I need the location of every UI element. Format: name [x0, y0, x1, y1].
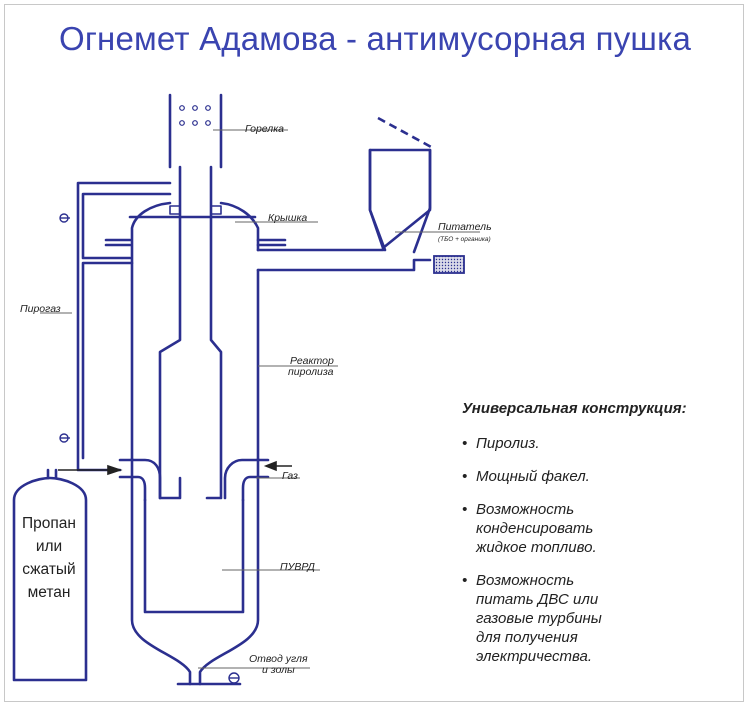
tank-label: Пропан или сжатый метан [14, 512, 84, 604]
feature-item: • Возможность питать ДВС или газовые тур… [462, 571, 732, 666]
gas-tank [12, 476, 88, 682]
poster-frame [4, 4, 744, 702]
label-reactor-2: пиролиза [288, 366, 334, 378]
page-title: Огнемет Адамова - антимусорная пушка [58, 20, 692, 57]
feature-text: Возможность конденсировать жидкое топлив… [476, 501, 597, 556]
feature-item: • Возможность конденсировать жидкое топл… [462, 500, 732, 557]
bullet-icon: • [462, 501, 468, 518]
label-reactor-1: Реактор [290, 355, 334, 367]
tank-line-4: метан [27, 584, 71, 601]
feature-item: • Мощный факел. [462, 467, 732, 486]
pyrogas-line [76, 181, 172, 472]
label-lid: Крышка [268, 212, 308, 224]
port-right [256, 238, 287, 247]
tank-neck [46, 468, 58, 480]
bullet-icon: • [462, 572, 468, 589]
feature-text: Мощный факел. [476, 468, 590, 485]
vessel-right [198, 457, 260, 686]
feeder-pipe [256, 148, 432, 252]
tank-line-3: сжатый [22, 561, 76, 578]
pyrogas-line-inner [81, 192, 172, 460]
burner-holes [179, 105, 211, 126]
feeder-lid-dashed [377, 116, 434, 150]
bullet-icon: • [462, 435, 468, 452]
feature-item: • Пиролиз. [462, 434, 732, 453]
lid-cap-left [169, 205, 181, 215]
label-gas: Газ [282, 470, 298, 482]
reactor-shell-right [219, 201, 260, 461]
lid-cap-right [210, 205, 222, 215]
tank-line-2: или [35, 538, 63, 555]
leader-lines [40, 129, 480, 669]
label-feeder: Питатель [438, 221, 492, 233]
flow-arrows [58, 460, 292, 476]
label-burner: Горелка [245, 123, 285, 135]
label-puvrd: ПУВРД [280, 561, 315, 573]
inner-tube-right [205, 165, 223, 500]
feature-text: Возможность питать ДВС или газовые турби… [476, 572, 602, 665]
bullet-icon: • [462, 468, 468, 485]
vessel-left [130, 457, 192, 686]
features-heading: Универсальная конструкция: [462, 400, 687, 417]
elbow-right [223, 458, 270, 502]
features-list: Универсальная конструкция: • Пиролиз. • … [462, 400, 732, 680]
elbow-left [118, 458, 162, 502]
feeder-pipe-lower [256, 258, 432, 272]
port-left [104, 238, 132, 247]
label-ash-1: Отвод угля [249, 653, 308, 665]
valves [59, 213, 240, 684]
feeder-hopper [368, 148, 432, 254]
reactor-shell-left [130, 201, 172, 461]
inner-tube-left [158, 165, 182, 500]
label-ash-2: и золы [262, 664, 295, 676]
puvrd-chamber [143, 498, 245, 614]
feature-text: Пиролиз. [476, 435, 540, 452]
tank-line-1: Пропан [22, 515, 76, 532]
label-pyrogas: Пирогаз [20, 303, 61, 315]
feeder-plunger [433, 255, 465, 274]
label-feeder-note: (ТБО + органика) [438, 236, 491, 243]
